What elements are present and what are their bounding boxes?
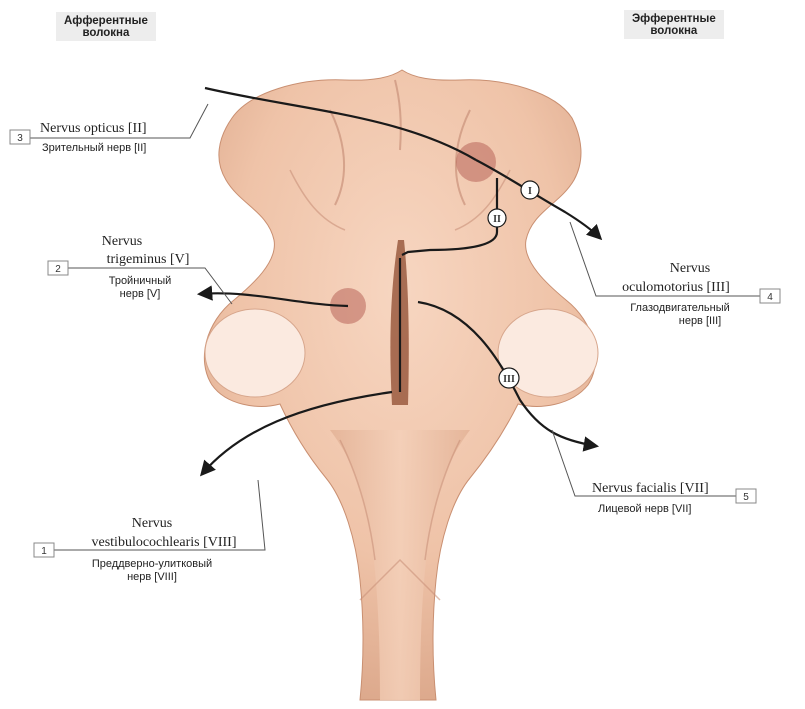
label-oculomotorius-latin1: Nervus (670, 261, 710, 276)
label-oculomotorius-latin2: oculomotorius [III] (622, 280, 730, 295)
neuron-marker-2: II (488, 209, 506, 227)
label-oculomotorius-rus2: нерв [III] (679, 315, 722, 327)
label-oculomotorius-num: 4 (767, 292, 773, 303)
label-trigeminus: 2 Nervus trigeminus [V] Тройничный нерв … (48, 234, 189, 300)
left-peduncle-section (205, 309, 305, 397)
label-facialis-latin: Nervus facialis [VII] (592, 481, 709, 496)
label-vestibulo-latin1: Nervus (132, 516, 172, 531)
label-trigeminus-rus2: нерв [V] (120, 288, 161, 300)
label-trigeminus-latin1: Nervus (102, 234, 142, 249)
label-oculomotorius-rus1: Глазодвигательный (630, 302, 730, 314)
label-opticus-latin: Nervus opticus [II] (40, 121, 147, 136)
neuron-marker-2-label: II (493, 214, 501, 225)
label-vestibulo-latin2: vestibulocochlearis [VIII] (92, 535, 237, 550)
label-facialis-num: 5 (743, 492, 749, 503)
neuron-marker-1: I (521, 181, 539, 199)
label-opticus-rus: Зрительный нерв [II] (42, 142, 146, 154)
label-vestibulo-rus1: Преддверно-улитковый (92, 558, 212, 570)
label-vestibulo-num: 1 (41, 546, 47, 557)
label-vestibulo-rus2: нерв [VIII] (127, 571, 177, 583)
label-opticus-num: 3 (17, 133, 23, 144)
nucleus-upper (456, 142, 496, 182)
label-oculomotorius: 4 Nervus oculomotorius [III] Глазодвигат… (622, 261, 780, 327)
neuron-marker-3: III (499, 368, 519, 388)
label-trigeminus-num: 2 (55, 264, 61, 275)
label-facialis: 5 Nervus facialis [VII] Лицевой нерв [VI… (592, 481, 756, 515)
label-trigeminus-rus1: Тройничный (109, 275, 172, 287)
brainstem (204, 70, 598, 700)
neuron-marker-1-label: I (528, 186, 532, 197)
label-trigeminus-latin2: trigeminus [V] (107, 252, 190, 267)
label-facialis-rus: Лицевой нерв [VII] (598, 503, 691, 515)
neuron-marker-3-label: III (503, 374, 515, 385)
